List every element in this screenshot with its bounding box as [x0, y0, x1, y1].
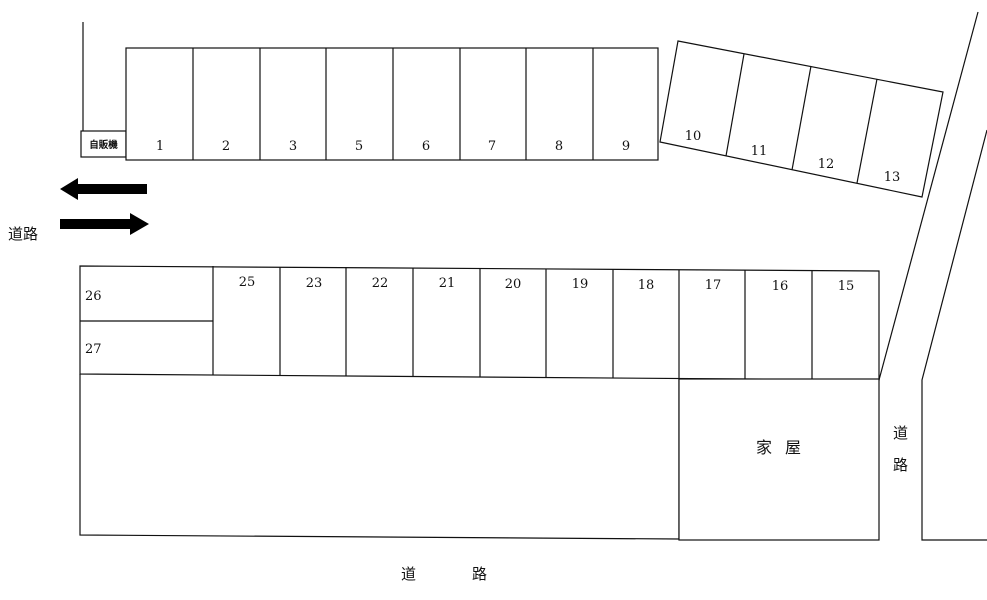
space-number: 10 [685, 129, 702, 144]
space-number: 21 [439, 276, 456, 291]
space-number: 12 [818, 157, 835, 172]
house-label-char-1: 家 [756, 438, 772, 457]
house-building [678, 378, 880, 541]
space-number: 9 [622, 139, 630, 154]
angled-row-divider [856, 78, 878, 184]
space-number: 5 [355, 139, 363, 154]
road-label-bottom-char-2: 路 [472, 565, 487, 583]
space-number: 20 [505, 277, 522, 292]
space-number: 25 [239, 275, 256, 290]
road-label-right-char-2: 路 [893, 456, 908, 474]
space-number: 18 [638, 278, 655, 293]
house-label-char-2: 屋 [785, 438, 801, 457]
right-road-outer-line [921, 129, 987, 541]
space-number: 17 [705, 278, 722, 293]
space-number: 27 [85, 342, 102, 357]
road-label-bottom-char-1: 道 [401, 565, 416, 583]
space-number: 19 [572, 277, 589, 292]
angled-row-divider [791, 65, 812, 171]
space-number: 7 [488, 139, 496, 154]
top-row-outline [125, 47, 659, 161]
traffic-arrows [60, 178, 149, 235]
angled-row-divider [725, 53, 745, 157]
space-number: 13 [884, 170, 901, 185]
road-label-right-char-1: 道 [893, 424, 908, 442]
lower-lot-outline [79, 374, 680, 540]
vending-machine-label: 自販機 [89, 139, 118, 151]
road-label-left: 道路 [8, 225, 38, 243]
angled-row-spaces: 10 11 12 13 [659, 40, 944, 198]
space-number: 15 [838, 279, 855, 294]
arrow-left-icon [60, 178, 147, 200]
space-number: 8 [555, 139, 563, 154]
right-road-inner-line [878, 11, 979, 381]
space-number: 3 [289, 139, 297, 154]
arrow-right-icon [60, 213, 149, 235]
top-row-spaces: 1 2 3 5 6 7 8 9 [125, 47, 659, 161]
space-number: 23 [306, 276, 323, 291]
space-number: 2 [222, 139, 230, 154]
space-number: 26 [85, 289, 102, 304]
space-number: 6 [422, 139, 430, 154]
bottom-row-spaces: 26 27 25 23 22 21 20 19 18 17 16 15 [79, 265, 880, 381]
space-number: 11 [751, 144, 768, 159]
space-number: 16 [772, 279, 789, 294]
space-number: 1 [156, 139, 164, 154]
space-number: 22 [372, 276, 389, 291]
